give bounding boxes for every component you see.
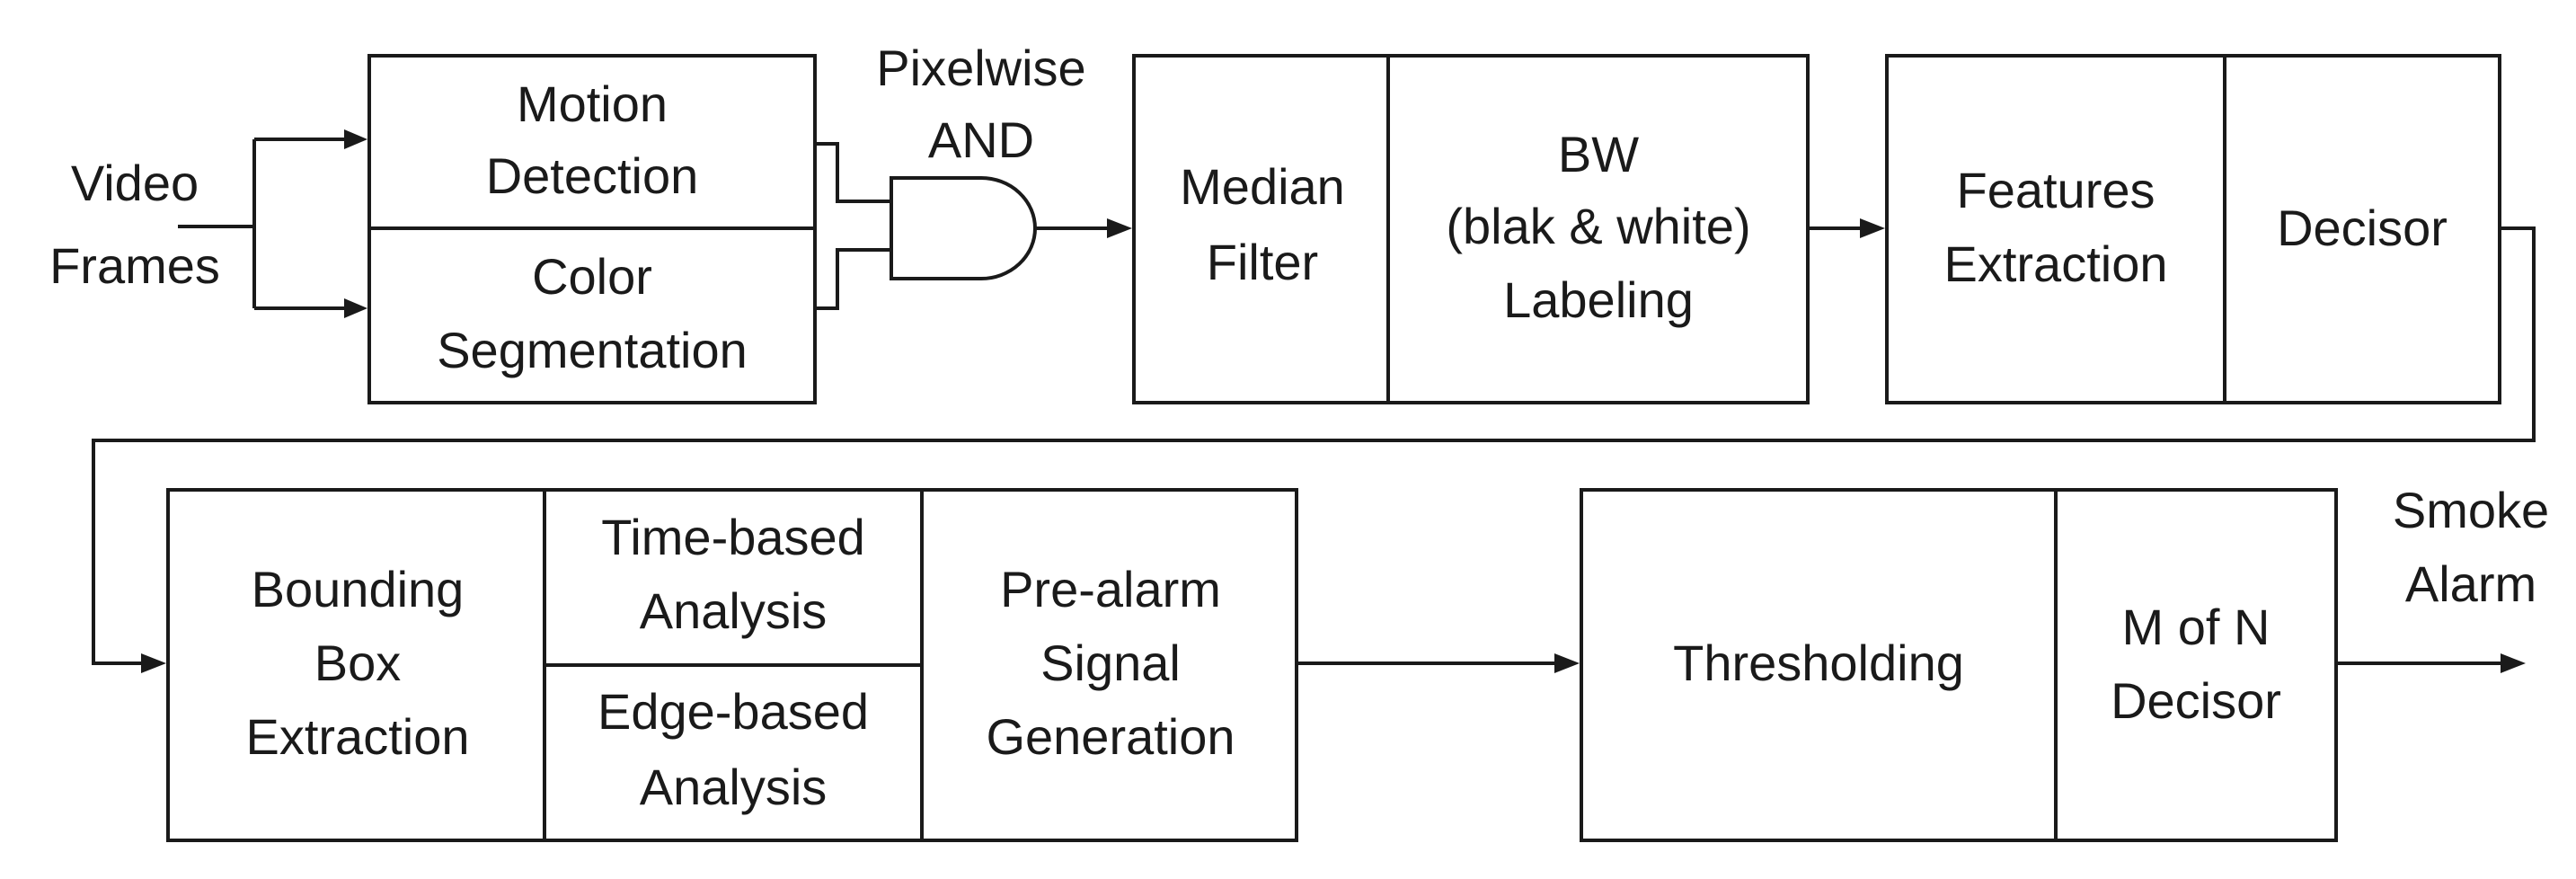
video-frames-label-line1: Video xyxy=(71,155,199,211)
time-based-line1: Time-based xyxy=(601,509,865,565)
m-of-n-decisor-block: M of N Decisor xyxy=(2111,599,2281,729)
median-filter-line2: Filter xyxy=(1207,234,1318,290)
motion-color-block: Motion Detection Color Segmentation xyxy=(367,54,817,404)
bounding-box-line1: Bounding xyxy=(252,561,465,617)
and-gate-label-line1: Pixelwise xyxy=(876,40,1085,96)
bounding-box-line2: Box xyxy=(314,635,402,691)
median-filter-block: Median Filter xyxy=(1180,158,1345,290)
edge-based-line1: Edge-based xyxy=(598,683,869,740)
color-segmentation-line2: Segmentation xyxy=(437,322,748,378)
video-frames-label-line2: Frames xyxy=(49,237,220,294)
analysis-block: Bounding Box Extraction Time-based Analy… xyxy=(166,488,1298,842)
bounding-box-line3: Extraction xyxy=(246,708,470,765)
bw-labeling-line1: BW xyxy=(1558,126,1639,182)
arrow-to-motion-detection xyxy=(344,129,367,149)
thresholding-block: Thresholding xyxy=(1673,635,1964,691)
thresholding-line1: Thresholding xyxy=(1673,635,1964,691)
decisor-line1: Decisor xyxy=(2277,200,2448,256)
m-of-n-line1: M of N xyxy=(2122,599,2271,655)
time-based-line2: Analysis xyxy=(640,582,828,639)
and-gate-label-line2: AND xyxy=(928,111,1034,168)
arrow-to-thresholding xyxy=(1554,653,1580,673)
pixelwise-and-gate: Pixelwise AND xyxy=(876,40,1086,280)
smoke-alarm-line1: Smoke xyxy=(2393,482,2549,538)
video-frames-label: Video Frames xyxy=(49,155,220,294)
features-extraction-line2: Extraction xyxy=(1944,235,2168,292)
motion-to-and-wire xyxy=(815,142,891,203)
edge-based-analysis-block: Edge-based Analysis xyxy=(598,683,869,815)
color-to-and-wire xyxy=(815,248,891,310)
median-filter-line1: Median xyxy=(1180,158,1345,215)
motion-detection-block: Motion Detection xyxy=(486,75,699,204)
edge-based-line2: Analysis xyxy=(640,759,828,815)
smoke-alarm-line2: Alarm xyxy=(2405,555,2536,612)
bw-labeling-line3: Labeling xyxy=(1503,271,1694,328)
motion-detection-line2: Detection xyxy=(486,147,699,204)
median-bw-outline xyxy=(1132,54,1810,404)
thresholding-block-group: Thresholding M of N Decisor xyxy=(1580,488,2338,842)
features-extraction-block: Features Extraction xyxy=(1944,162,2168,292)
arrow-to-median-filter xyxy=(1107,218,1132,238)
pre-alarm-line3: Generation xyxy=(986,708,1235,765)
features-decisor-block: Features Extraction Decisor xyxy=(1885,54,2501,404)
bounding-box-extraction-block: Bounding Box Extraction xyxy=(246,561,470,765)
bw-labeling-block: BW (blak & white) Labeling xyxy=(1446,126,1750,328)
features-extraction-line1: Features xyxy=(1957,162,2156,218)
arrow-to-color-segmentation xyxy=(344,298,367,318)
video-input-wire xyxy=(178,138,346,310)
and-gate-symbol xyxy=(890,176,1037,280)
bw-labeling-line2: (blak & white) xyxy=(1446,198,1750,254)
median-bw-block: Median Filter BW (blak & white) Labeling xyxy=(1132,54,1810,404)
arrow-to-smoke-alarm xyxy=(2501,653,2526,673)
decisor-block: Decisor xyxy=(2277,200,2448,256)
arrow-to-features-extraction xyxy=(1860,218,1885,238)
thresholding-outline xyxy=(1580,488,2338,842)
pre-alarm-signal-generation-block: Pre-alarm Signal Generation xyxy=(986,561,1235,765)
motion-detection-line1: Motion xyxy=(517,75,668,132)
pre-alarm-line2: Signal xyxy=(1040,635,1181,691)
color-segmentation-line1: Color xyxy=(532,248,652,305)
pre-alarm-line1: Pre-alarm xyxy=(1000,561,1221,617)
arrow-to-bounding-box xyxy=(141,653,166,673)
smoke-alarm-label: Smoke Alarm xyxy=(2393,482,2549,612)
m-of-n-line2: Decisor xyxy=(2111,672,2281,729)
row-return-wire xyxy=(92,226,2536,665)
features-decisor-outline xyxy=(1885,54,2501,404)
color-segmentation-block: Color Segmentation xyxy=(437,248,748,378)
time-based-analysis-block: Time-based Analysis xyxy=(601,509,865,639)
